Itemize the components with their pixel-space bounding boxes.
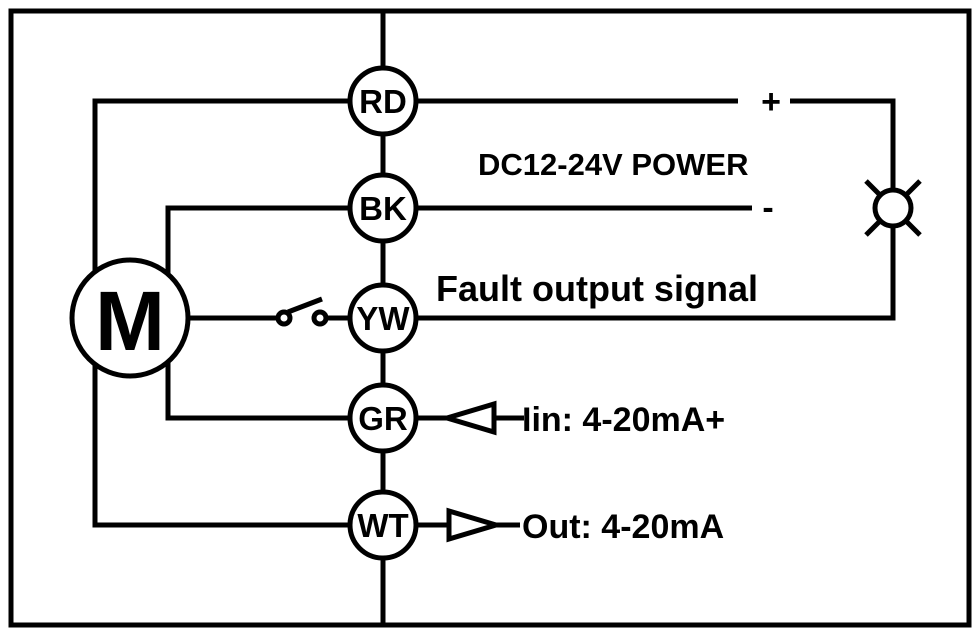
power-plus-label: + xyxy=(761,83,781,121)
switch-contact xyxy=(275,309,293,327)
input-label: Iin: 4-20mA+ xyxy=(522,401,725,439)
switch-contact xyxy=(311,309,329,327)
fault-output-label: Fault output signal xyxy=(436,268,758,309)
terminal-rd: RD xyxy=(347,65,419,137)
lamp-ray xyxy=(904,219,922,237)
lamp-wire-top xyxy=(790,98,896,191)
terminal-yw: YW xyxy=(347,282,419,354)
fault-wire xyxy=(416,225,896,321)
terminal-label: YW xyxy=(356,300,410,337)
terminal-gr: GR xyxy=(347,382,419,454)
terminal-wt: WT xyxy=(347,489,419,561)
power-label: DC12-24V POWER xyxy=(478,147,748,182)
output-label: Out: 4-20mA xyxy=(522,508,724,546)
terminal-bk: BK xyxy=(347,172,419,244)
output-arrow-icon xyxy=(446,507,505,543)
input-arrow-icon xyxy=(438,400,497,436)
motor-icon xyxy=(69,257,191,379)
lamp-ray xyxy=(904,179,922,197)
lamp-ray xyxy=(864,219,882,237)
terminal-label: RD xyxy=(359,83,407,120)
lamp-ray xyxy=(864,179,882,197)
terminal-label: WT xyxy=(357,507,408,544)
switch-icon xyxy=(287,296,323,315)
outer-frame xyxy=(8,8,972,628)
terminal-label: GR xyxy=(358,400,408,437)
lamp-icon xyxy=(872,187,914,229)
motor-label: M xyxy=(95,274,165,368)
terminal-label: BK xyxy=(359,190,407,227)
power-minus-label: - xyxy=(762,189,773,227)
